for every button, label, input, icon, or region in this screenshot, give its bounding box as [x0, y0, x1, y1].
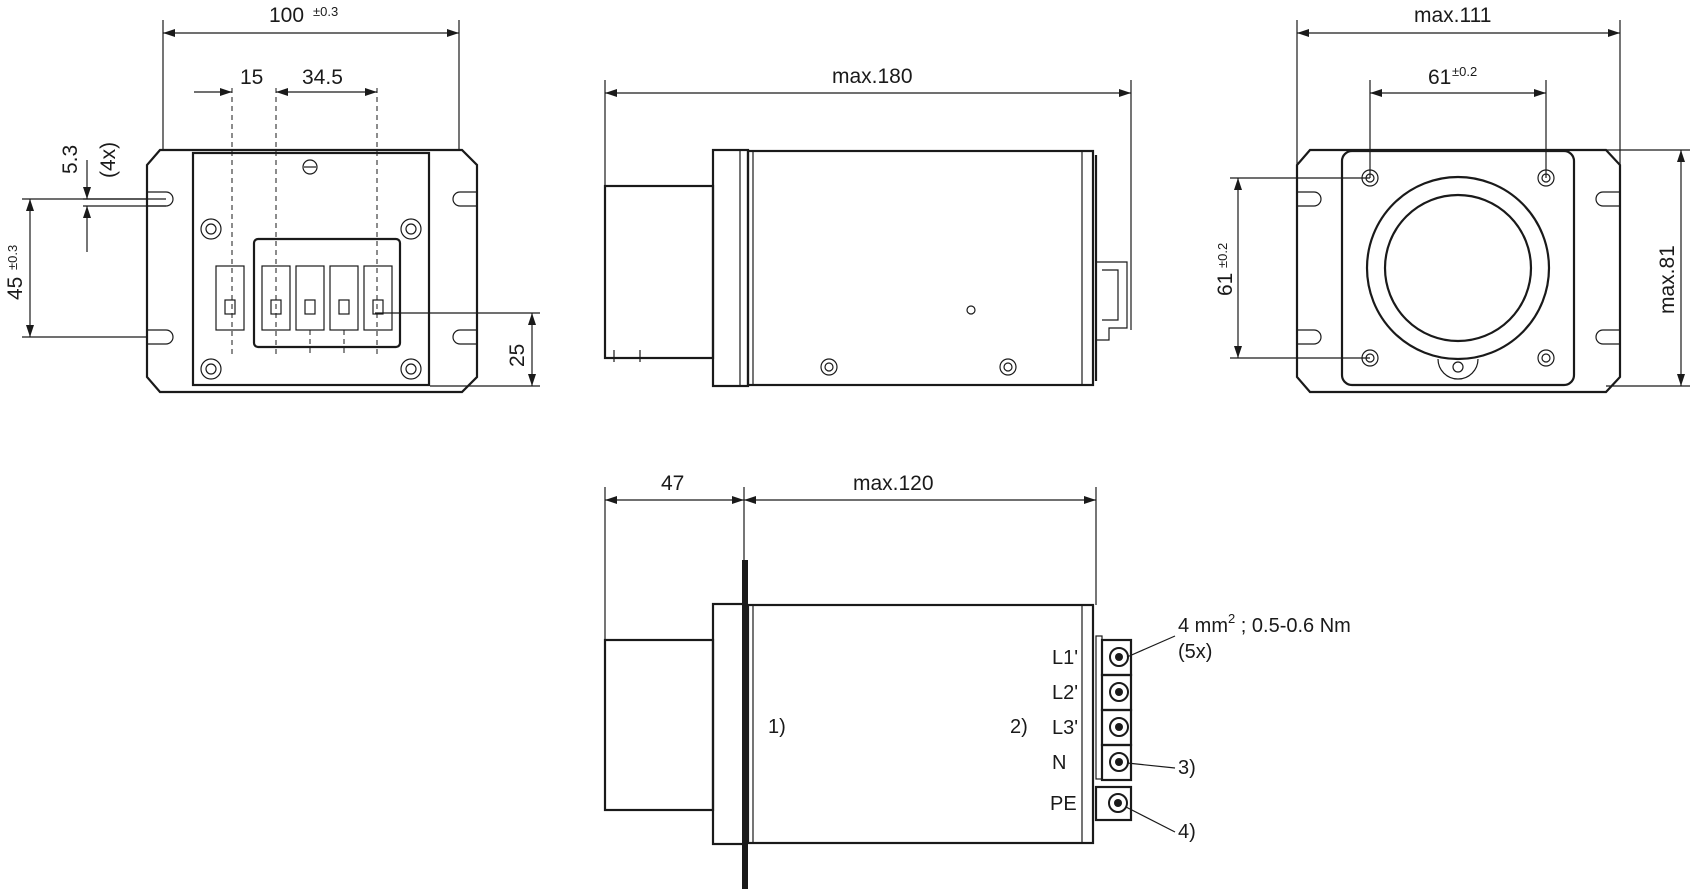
slot-count-label: (4x) — [97, 142, 120, 178]
front-view: 100 ±0.3 15 34.5 5.3 (4x) 45 ±0.3 25 — [4, 4, 540, 394]
bottom-terminals — [1094, 638, 1133, 822]
terminal-label-n: N — [1052, 752, 1066, 774]
dim-34-5-label: 34.5 — [302, 66, 343, 89]
terminal-count: (5x) — [1178, 641, 1212, 663]
side-connector-block — [603, 184, 715, 360]
bottom-length-label: max.120 — [853, 472, 934, 495]
note-2: 2) — [1010, 716, 1028, 738]
slot-right-bottom — [452, 329, 477, 345]
side-length-label: max.180 — [832, 65, 913, 88]
side-body — [746, 149, 1095, 387]
rear-opening-inner — [1383, 193, 1533, 343]
rear-hole-v-label: 61 — [1214, 273, 1237, 296]
bottom-view: L1' L2' L3' N PE 1) 2) 4 mm2 ; 0.5-0.6 N… — [603, 472, 1351, 889]
front-housing — [191, 151, 431, 387]
slot-left-bottom — [147, 329, 174, 345]
rear-hole-h-tol: ±0.2 — [1452, 64, 1477, 79]
terminal-label-pe: PE — [1050, 793, 1077, 815]
rear-hole-v-tol: ±0.2 — [1215, 243, 1230, 268]
dim-25-label: 25 — [506, 344, 529, 367]
terminal-label-l2: L2' — [1052, 682, 1078, 704]
note-3: 3) — [1178, 757, 1196, 779]
terminal-spec: 4 mm2 ; 0.5-0.6 Nm — [1178, 611, 1351, 637]
rear-view: max.111 61 ±0.2 61 ±0.2 max.81 — [1214, 4, 1690, 394]
rear-width-label: max.111 — [1414, 4, 1491, 27]
front-screws — [200, 159, 422, 380]
front-height-label: 45 — [4, 277, 27, 300]
front-height-tol: ±0.3 — [5, 245, 20, 270]
note-1: 1) — [768, 716, 786, 738]
rear-opening-outer — [1365, 175, 1551, 361]
side-view: max.180 — [603, 65, 1132, 388]
front-terminals — [215, 88, 393, 356]
dim-15-label: 15 — [240, 66, 263, 89]
bottom-flange-plate — [742, 560, 748, 889]
front-flange — [145, 148, 479, 394]
terminal-block — [252, 237, 402, 349]
note-4: 4) — [1178, 821, 1196, 843]
bottom-flange-frame — [711, 602, 748, 846]
terminal-label-l3: L3' — [1052, 717, 1078, 739]
rear-hole-h-label: 61 — [1428, 66, 1451, 89]
terminal-label-l1: L1' — [1052, 647, 1078, 669]
side-flange — [711, 148, 750, 388]
slot-left-top — [147, 191, 174, 207]
rear-height-label: max.81 — [1656, 245, 1679, 314]
slot-dim-label: 5.3 — [59, 145, 82, 174]
rear-flange — [1295, 148, 1622, 394]
bottom-connector-block — [603, 638, 715, 812]
side-terminal-profile — [1097, 261, 1128, 341]
bottom-body — [746, 603, 1095, 845]
front-width-tol: ±0.3 — [313, 4, 338, 19]
front-width-label: 100 — [269, 4, 304, 27]
dim-47-label: 47 — [661, 472, 684, 495]
rear-plate — [1340, 149, 1576, 387]
slot-right-top — [452, 191, 477, 207]
